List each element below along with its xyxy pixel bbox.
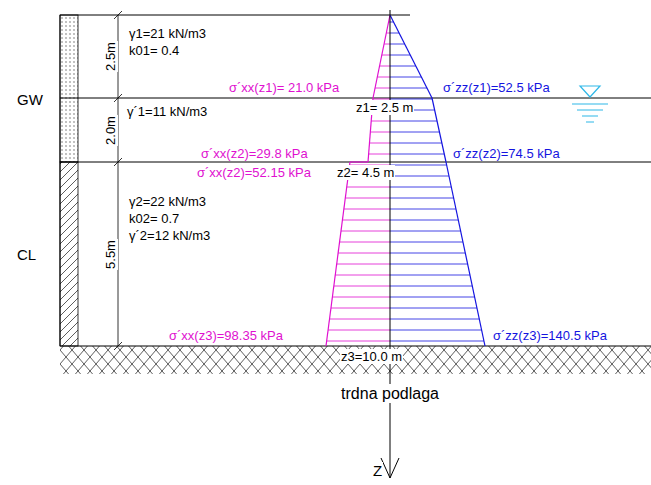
stress-hatch bbox=[328, 330, 390, 331]
stress-hatch bbox=[347, 187, 390, 188]
stress-hatch bbox=[331, 308, 390, 309]
label-text: CL bbox=[16, 246, 37, 264]
stress-hatch bbox=[344, 209, 390, 210]
stress-hatch bbox=[382, 55, 390, 56]
sigma-xx-outline bbox=[326, 162, 350, 346]
stress-hatch bbox=[330, 319, 390, 320]
sigma-zz-outline bbox=[432, 98, 446, 162]
bedrock-hatch bbox=[60, 346, 651, 374]
stress-hatch bbox=[380, 66, 390, 67]
stress-hatch bbox=[390, 231, 461, 232]
stress-hatch bbox=[341, 231, 390, 232]
stress-hatch bbox=[390, 77, 421, 78]
label-text: γ´1=11 kN/m3 bbox=[126, 104, 208, 119]
axis-arrow bbox=[381, 458, 399, 478]
stress-hatch bbox=[390, 44, 405, 45]
label-text: σ´xx(z1)= 21.0 kPa bbox=[228, 80, 340, 95]
stress-hatch bbox=[390, 286, 472, 287]
stress-hatch bbox=[384, 44, 390, 45]
label-text: trdna podlaga bbox=[340, 384, 440, 403]
stress-hatch bbox=[390, 187, 451, 188]
label-text: σ´zz(z3)=140.5 kPa bbox=[492, 328, 608, 343]
stress-hatch bbox=[369, 143, 390, 144]
stress-diagram bbox=[326, 15, 485, 346]
sigma-zz-outline bbox=[446, 162, 485, 346]
stress-hatch bbox=[390, 341, 484, 342]
stress-hatch bbox=[390, 143, 442, 144]
label-text: γ1=21 kN/m3 bbox=[128, 26, 207, 41]
dimension-text: 2.5m bbox=[103, 41, 118, 72]
stress-hatch bbox=[390, 220, 458, 221]
stress-hatch bbox=[390, 88, 427, 89]
label-text: σ´xx(z2)=29.8 kPa bbox=[200, 146, 309, 161]
z-axis bbox=[390, 10, 391, 478]
clay-strip bbox=[60, 162, 78, 346]
stress-hatch bbox=[337, 264, 390, 265]
label-text: σ´zz(z2)=74.5 kPa bbox=[452, 146, 561, 161]
stress-hatch bbox=[377, 77, 390, 78]
label-text: z1= 2.5 m bbox=[355, 100, 414, 115]
stress-hatch bbox=[390, 330, 482, 331]
label-text: z3=10.0 m bbox=[340, 349, 403, 364]
label-text: γ´2=12 kN/m3 bbox=[128, 228, 211, 243]
layer-line bbox=[60, 162, 651, 163]
stress-hatch bbox=[370, 132, 390, 133]
stress-hatch bbox=[390, 319, 479, 320]
dimension-text: 5.5m bbox=[103, 239, 118, 270]
sigma-xx-outline bbox=[350, 161, 368, 162]
water-table-line bbox=[60, 98, 651, 99]
stress-hatch bbox=[390, 264, 468, 265]
stress-hatch bbox=[390, 33, 399, 34]
stress-hatch bbox=[390, 165, 447, 166]
bedrock-line bbox=[60, 345, 651, 346]
stress-hatch bbox=[390, 55, 410, 56]
stress-hatch bbox=[390, 198, 454, 199]
water-lines bbox=[572, 104, 608, 122]
label-text: σ´xx(z2)=52.15 kPa bbox=[196, 165, 312, 180]
stress-hatch bbox=[375, 88, 390, 89]
profile-edge bbox=[60, 15, 61, 346]
stress-hatch bbox=[345, 198, 390, 199]
stress-hatch bbox=[335, 275, 390, 276]
label-text: k01= 0.4 bbox=[128, 43, 180, 58]
stress-hatch bbox=[371, 121, 390, 122]
stress-hatch bbox=[390, 297, 475, 298]
stress-hatch bbox=[369, 154, 390, 155]
stress-hatch bbox=[390, 66, 416, 67]
stress-hatch bbox=[338, 253, 390, 254]
stress-hatch bbox=[390, 132, 439, 133]
sand-strip bbox=[60, 15, 78, 162]
stress-hatch bbox=[390, 275, 470, 276]
label-text: Z bbox=[372, 462, 383, 480]
label-text: σ´xx(z3)=98.35 kPa bbox=[168, 328, 284, 343]
stress-hatch bbox=[390, 253, 465, 254]
stress-hatch bbox=[340, 242, 390, 243]
stress-hatch bbox=[342, 220, 390, 221]
label-text: GW bbox=[16, 91, 44, 109]
stress-hatch bbox=[390, 308, 477, 309]
label-text: σ´zz(z1)=52.5 kPa bbox=[442, 80, 551, 95]
stress-hatch bbox=[332, 297, 390, 298]
sigma-zz-outline bbox=[390, 15, 432, 98]
label-text: z2= 4.5 m bbox=[336, 165, 395, 180]
stress-hatch bbox=[327, 341, 390, 342]
stress-hatch bbox=[390, 176, 449, 177]
ground-line bbox=[60, 15, 410, 16]
stress-hatch bbox=[390, 154, 444, 155]
stress-hatch bbox=[390, 242, 463, 243]
stress-hatch bbox=[334, 286, 390, 287]
label-text: k02= 0.7 bbox=[128, 211, 180, 226]
sigma-xx-outline bbox=[373, 15, 390, 98]
stress-hatch bbox=[390, 121, 437, 122]
water-symbol bbox=[580, 86, 600, 97]
stress-hatch bbox=[390, 209, 456, 210]
label-text: γ2=22 kN/m3 bbox=[128, 194, 207, 209]
dimension-text: 2.0m bbox=[103, 115, 118, 146]
